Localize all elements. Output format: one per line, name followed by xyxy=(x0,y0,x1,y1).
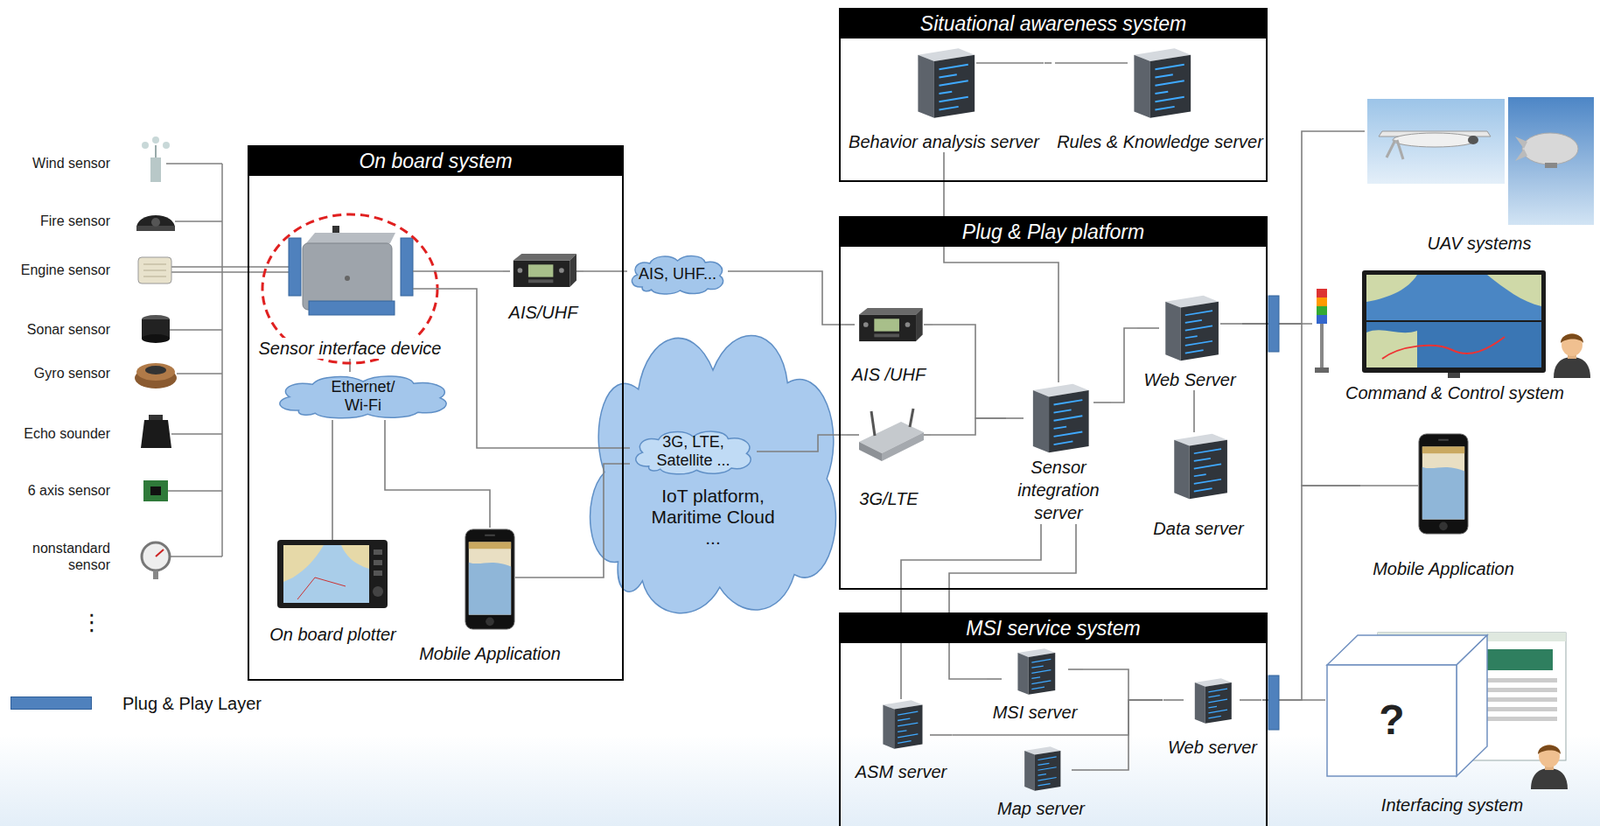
mobile-app: Mobile Application xyxy=(1360,432,1527,580)
cloud-label: Ethernet/ Wi-Fi xyxy=(328,377,399,414)
device-label: AIS /UHF xyxy=(850,363,928,385)
server: Web Server xyxy=(1137,293,1243,391)
title-bar: Situational awareness system xyxy=(840,9,1266,39)
connector xyxy=(447,270,504,273)
device-label: Mobile Application xyxy=(1370,558,1517,580)
sensor-icons xyxy=(134,136,177,580)
mobile-app: Mobile Application xyxy=(406,527,573,664)
device-label: Command & Control system xyxy=(1343,382,1566,404)
interfacing-system: ? Interfacing system xyxy=(1325,629,1580,816)
plug-and-play-bars xyxy=(1268,295,1279,730)
uav-group: UAV systems xyxy=(1364,94,1594,254)
uav-pictures xyxy=(1367,97,1594,225)
cloud-label: AIS, UHF... xyxy=(638,265,717,284)
connector xyxy=(943,152,1059,383)
sensor-wires xyxy=(166,163,289,557)
connector xyxy=(1082,669,1163,700)
device-label: ASM server xyxy=(853,761,949,783)
connector xyxy=(1089,699,1163,770)
sensor-interface-device: Sensor interface device xyxy=(251,229,448,359)
network-cloud: AIS, UHF... xyxy=(627,251,728,296)
device-icons xyxy=(277,253,924,629)
connector xyxy=(727,271,846,325)
sensor-label: Fire sensor xyxy=(40,212,111,230)
sensor-label: nonstandard sensor xyxy=(22,539,111,573)
connector xyxy=(932,324,1007,419)
device-label: AIS/UHF xyxy=(507,301,580,323)
sensor-label: Wind sensor xyxy=(32,154,111,172)
device-label: Mobile Application xyxy=(417,642,563,664)
server: ASM server xyxy=(850,698,952,783)
network-cloud: 3G, LTE, Satellite ... xyxy=(629,426,757,476)
sensor-label: ⋮ xyxy=(80,608,104,636)
title-bar: MSI service system xyxy=(840,614,1266,643)
connector xyxy=(951,699,1163,735)
cloud-label: 3G, LTE, Satellite ... xyxy=(649,433,738,469)
server: Data server xyxy=(1145,432,1251,539)
device-label: UAV systems xyxy=(1425,232,1534,254)
title-bar: On board system xyxy=(249,146,622,176)
connector xyxy=(384,419,490,528)
cellular-modem: 3G/LTE xyxy=(846,404,931,510)
server: Behavior analysis server xyxy=(843,43,1045,153)
device-label: Behavior analysis server xyxy=(846,131,1042,153)
connector xyxy=(1193,390,1195,433)
sensor-label: Gyro sensor xyxy=(34,364,111,382)
server-icons xyxy=(882,48,1231,791)
system-panel: MSI service systemASM server MSI serverMa… xyxy=(838,612,1268,826)
server: MSI server xyxy=(986,647,1083,723)
ais-radio: AIS/UHF xyxy=(503,251,584,323)
device-label: Interfacing system xyxy=(1379,794,1525,816)
unknown-mark: ? xyxy=(1376,698,1407,741)
mobile-picture xyxy=(1418,433,1468,534)
device-label: MSI server xyxy=(991,701,1080,723)
chart-plotter: On board plotter xyxy=(260,539,406,645)
connector xyxy=(349,358,351,372)
connector xyxy=(930,418,1007,435)
sensor-label: Engine sensor xyxy=(20,261,111,279)
device-label: Web Server xyxy=(1141,369,1237,391)
sensor-label: Sonar sensor xyxy=(27,321,111,338)
server: Map server xyxy=(992,745,1090,819)
network-cloud: Ethernet/ Wi-Fi xyxy=(271,371,455,420)
connector xyxy=(583,270,628,273)
connector xyxy=(1242,323,1361,486)
cloud-label: IoT platform, Maritime Cloud ... xyxy=(646,485,780,549)
connector xyxy=(331,419,334,540)
legend-swatch xyxy=(10,696,92,710)
server: Web server xyxy=(1162,677,1263,758)
connector xyxy=(1044,62,1052,64)
system-title: MSI service system xyxy=(965,616,1140,640)
interfacing-picture xyxy=(1327,632,1568,790)
server: Sensor integration server xyxy=(1006,382,1111,525)
device-label: Data server xyxy=(1151,517,1245,539)
system-panel: Plug & Play platformAIS /UHF 3G/LTE Sensor… xyxy=(838,216,1268,590)
system-title: Plug & Play platform xyxy=(962,220,1145,244)
device-label: 3G/LTE xyxy=(857,488,920,510)
title-bar: Plug & Play platform xyxy=(840,217,1266,247)
server: Rules & Knowledge server xyxy=(1051,43,1269,153)
connector xyxy=(949,524,1076,679)
command-control-picture xyxy=(1314,270,1591,378)
cloud-platform: IoT platform, Maritime Cloud ... 3G, LTE,… xyxy=(577,306,849,626)
device-label: Map server xyxy=(995,797,1087,819)
sensor-label: 6 axis sensor xyxy=(27,482,111,499)
sensor-label: Echo sounder xyxy=(23,425,111,442)
command-station: Command & Control system xyxy=(1312,266,1598,404)
system-panel: On board systemSensor interface device AI… xyxy=(247,145,624,681)
device-label: On board plotter xyxy=(267,623,399,645)
system-title: On board system xyxy=(358,149,512,173)
device-label: Rules & Knowledge server xyxy=(1055,131,1265,153)
device-label: Sensor interface device xyxy=(256,337,443,359)
legend-text: Plug & Play Layer xyxy=(122,692,262,714)
device-label: Web server xyxy=(1166,736,1259,758)
connector xyxy=(1110,328,1138,403)
device-label: Sensor integration server xyxy=(1013,455,1104,525)
system-title: Situational awareness system xyxy=(920,12,1187,35)
system-panel: Situational awareness systemBehavior ana… xyxy=(838,7,1268,182)
ais-radio: AIS /UHF xyxy=(845,306,933,385)
